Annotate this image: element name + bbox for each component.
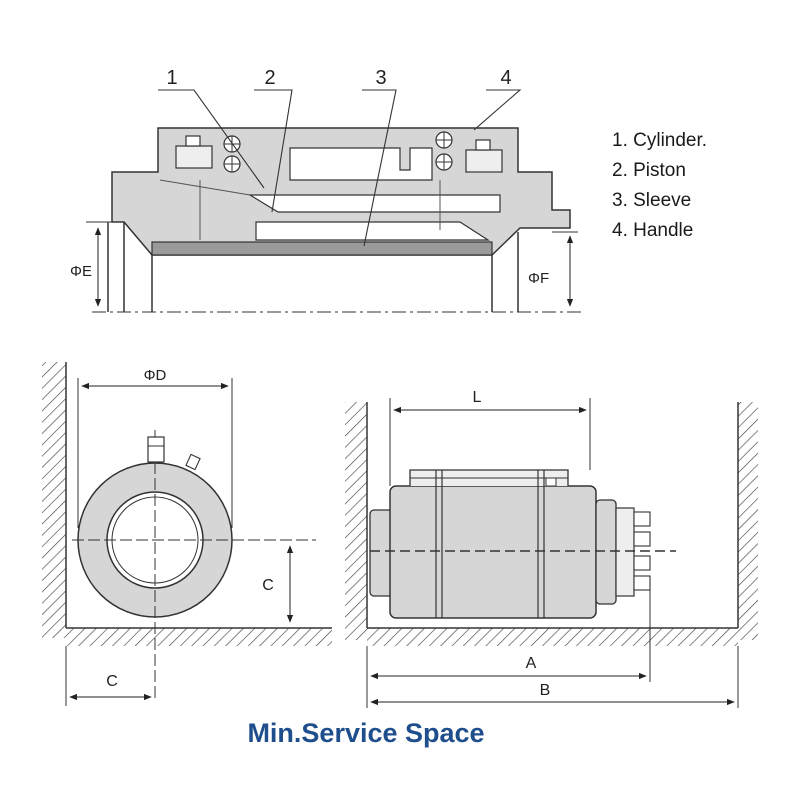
handle-icon <box>435 131 503 173</box>
sleeve <box>151 241 493 256</box>
dim-phi-d: ΦD <box>144 367 167 384</box>
side-view: L A B <box>345 389 758 708</box>
dim-c-vertical: C <box>262 577 274 594</box>
legend-item-cylinder: 1. Cylinder. <box>612 130 708 151</box>
legend-item-handle: 4. Handle <box>612 220 694 241</box>
dim-c-horizontal: C <box>106 673 118 690</box>
parts-legend: 1. Cylinder. 2. Piston 3. Sleeve 4. Hand… <box>612 126 707 246</box>
piston-chamber <box>247 194 501 213</box>
cross-section-view: 1 2 3 4 ΦE ΦF <box>70 67 582 313</box>
dim-b: B <box>540 682 551 699</box>
dim-phi-e: ΦE <box>70 263 92 280</box>
legend-item-piston: 2. Piston <box>612 160 686 181</box>
dim-phi-f: ΦF <box>528 270 549 287</box>
legend-item-sleeve: 3. Sleeve <box>612 190 692 211</box>
callout-2: 2 <box>264 67 275 89</box>
callout-4: 4 <box>500 67 511 89</box>
callout-1: 1 <box>166 67 177 89</box>
dim-a: A <box>526 655 537 672</box>
caption-title: Min.Service Space <box>247 718 485 748</box>
end-view: ΦD C C <box>42 362 332 706</box>
dim-l: L <box>473 389 482 406</box>
cylinder-side-body <box>389 485 597 619</box>
callout-3: 3 <box>375 67 386 89</box>
